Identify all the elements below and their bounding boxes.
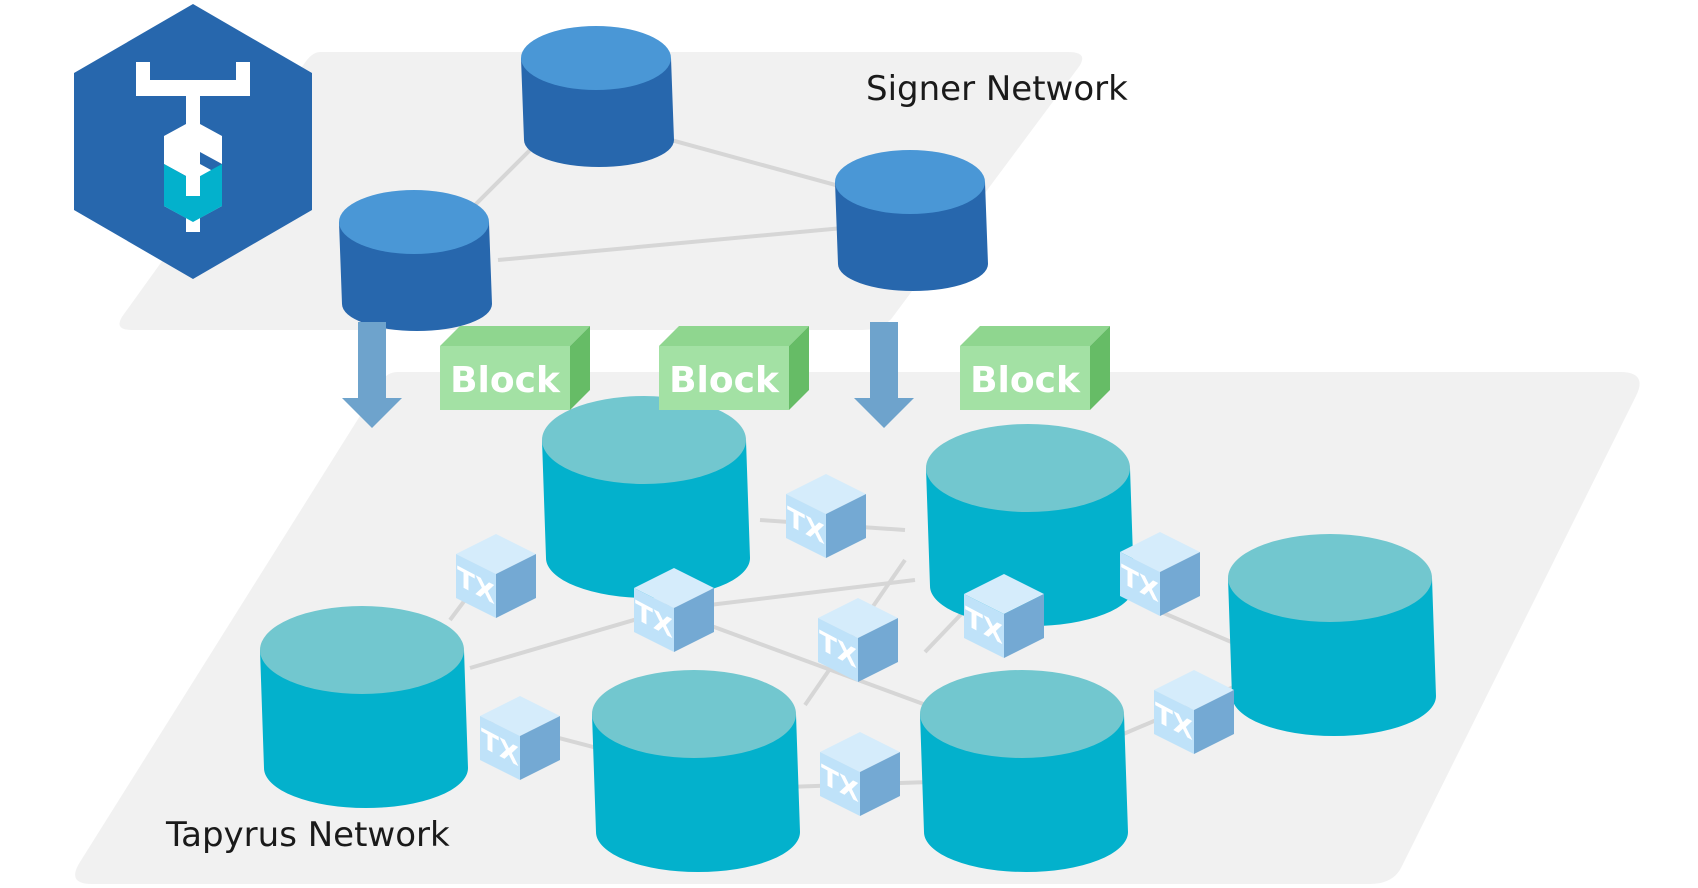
signer-network-label: Signer Network	[866, 69, 1128, 109]
block-label: Block	[450, 360, 561, 401]
block-cube: Block	[659, 326, 809, 410]
tapyrus-logo-icon	[74, 4, 312, 279]
tapyrus-node	[542, 396, 750, 598]
tapyrus-node	[920, 670, 1128, 872]
tapyrus-node	[260, 606, 468, 808]
tapyrus-network-label: Tapyrus Network	[165, 815, 450, 855]
block-label: Block	[970, 360, 1081, 401]
block-cube: Block	[960, 326, 1110, 410]
block-label: Block	[669, 360, 780, 401]
block-cube: Block	[440, 326, 590, 410]
signer-node	[339, 190, 492, 331]
tapyrus-node	[1228, 534, 1436, 736]
tapyrus-node	[592, 670, 800, 872]
signer-node	[835, 150, 988, 291]
signer-node	[521, 26, 674, 167]
